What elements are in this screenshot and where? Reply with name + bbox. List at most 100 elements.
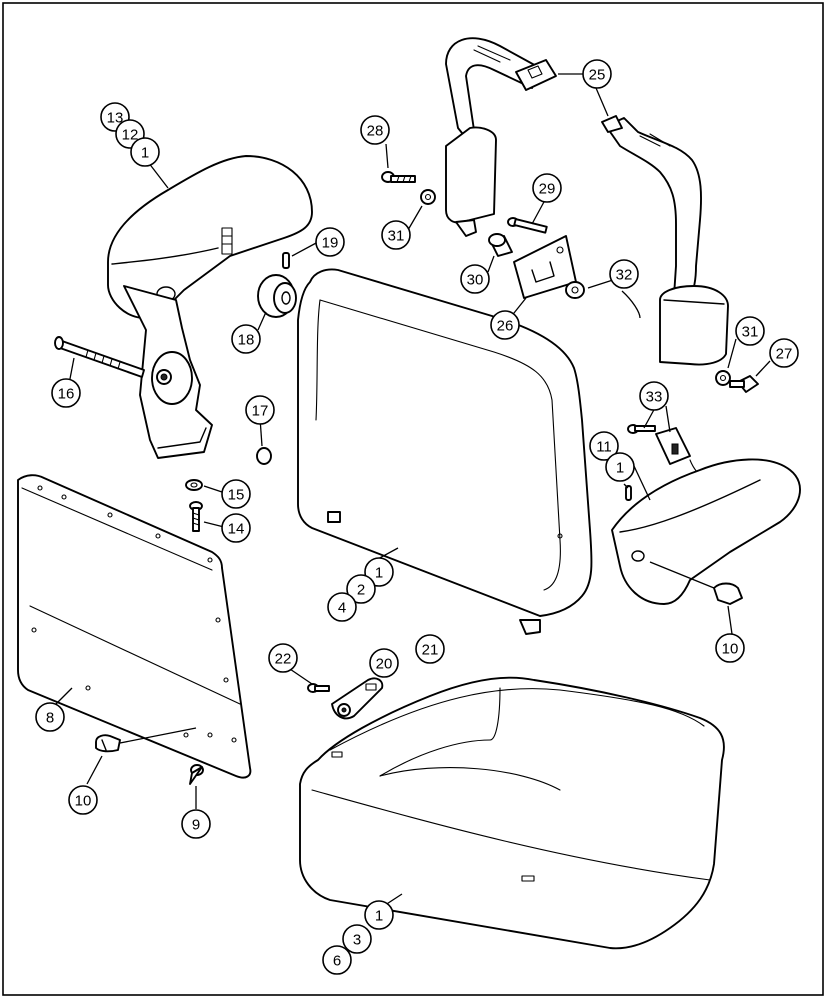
- callout-circle: [490, 310, 520, 340]
- seat-back-cushion: [297, 268, 593, 635]
- callout-16: 16: [51, 378, 81, 408]
- callout-4: 4: [327, 592, 357, 622]
- plug-cap: [256, 447, 272, 465]
- belt-bolt-left: [381, 171, 416, 183]
- callout-circle: [346, 574, 376, 604]
- adjust-lever: [331, 677, 384, 720]
- seat-belt-latch: [515, 59, 557, 91]
- callout-number: 28: [367, 123, 384, 140]
- callout-circle: [589, 431, 619, 461]
- callout-3: 3: [342, 924, 372, 954]
- callout-number: 10: [75, 793, 92, 810]
- callout-6: 6: [322, 945, 352, 975]
- callout-31: 31: [381, 220, 411, 250]
- callout-number: 22: [275, 651, 292, 668]
- callout-number: 18: [238, 332, 255, 349]
- callout-circle: [342, 924, 372, 954]
- washer-left: [185, 479, 203, 491]
- callout-11: 11: [589, 431, 619, 461]
- callout-circle: [35, 702, 65, 732]
- callout-number: 14: [228, 521, 245, 538]
- callout-circle: [245, 395, 275, 425]
- callout-33: 33: [639, 381, 669, 411]
- callout-number: 32: [616, 267, 633, 284]
- callout-circle: [605, 452, 635, 482]
- callout-20: 20: [369, 648, 399, 678]
- callout-number: 1: [375, 565, 383, 582]
- callout-30: 30: [460, 264, 490, 294]
- callout-circle: [532, 173, 562, 203]
- callout-circle: [130, 137, 160, 167]
- callout-1: 1: [605, 452, 635, 482]
- callout-number: 2: [357, 582, 365, 599]
- callout-circle: [381, 220, 411, 250]
- callout-circle: [360, 115, 390, 145]
- callout-1: 1: [364, 557, 394, 587]
- callout-32: 32: [609, 259, 639, 289]
- bracket-bolt: [507, 217, 548, 234]
- callout-number: 6: [333, 953, 341, 970]
- callout-circle: [582, 59, 612, 89]
- lever-screw: [307, 683, 330, 693]
- callout-15: 15: [221, 479, 251, 509]
- callouts: 1312119181617151428312930263225312733111…: [35, 59, 799, 975]
- callout-circle: [268, 643, 298, 673]
- callout-number: 4: [338, 600, 346, 617]
- callout-number: 31: [742, 324, 759, 341]
- roll-pin: [282, 252, 290, 269]
- callout-circle: [364, 900, 394, 930]
- callout-number: 30: [467, 272, 484, 289]
- panel-clip: [95, 727, 197, 753]
- callout-circle: [715, 633, 745, 663]
- callout-19: 19: [315, 227, 345, 257]
- spacer-bushing: [488, 233, 513, 257]
- callout-18: 18: [231, 324, 261, 354]
- callout-17: 17: [245, 395, 275, 425]
- callout-number: 27: [776, 346, 793, 363]
- callout-circle: [639, 381, 669, 411]
- switch-screw: [627, 424, 656, 434]
- callout-circle: [322, 945, 352, 975]
- callout-2: 2: [346, 574, 376, 604]
- nut: [565, 281, 585, 299]
- callout-circle: [769, 338, 799, 368]
- callout-circle: [181, 809, 211, 839]
- callout-31: 31: [735, 316, 765, 346]
- belt-bolt-right: [729, 375, 759, 393]
- screw-left: [189, 501, 203, 532]
- callout-9: 9: [181, 809, 211, 839]
- right-armrest: [611, 458, 801, 605]
- callout-circle: [415, 634, 445, 664]
- callout-circle: [735, 316, 765, 346]
- callout-28: 28: [360, 115, 390, 145]
- callout-1: 1: [130, 137, 160, 167]
- callout-number: 26: [497, 318, 514, 335]
- callout-number: 11: [596, 439, 612, 456]
- callout-number: 8: [46, 710, 54, 727]
- callout-number: 1: [375, 908, 383, 925]
- callout-10: 10: [68, 785, 98, 815]
- callout-number: 21: [422, 642, 439, 659]
- callout-number: 31: [388, 228, 405, 245]
- callout-number: 1: [616, 460, 624, 477]
- callout-number: 3: [353, 932, 361, 949]
- callout-29: 29: [532, 173, 562, 203]
- belt-washer-left: [420, 189, 436, 205]
- callout-circle: [68, 785, 98, 815]
- callout-circle: [221, 513, 251, 543]
- left-armrest-bracket: [123, 285, 213, 459]
- callout-number: 33: [646, 389, 663, 406]
- callout-circle: [369, 648, 399, 678]
- callout-number: 9: [192, 817, 200, 834]
- callout-22: 22: [268, 643, 298, 673]
- callout-circle: [221, 479, 251, 509]
- callout-number: 13: [107, 110, 124, 127]
- callout-26: 26: [490, 310, 520, 340]
- pivot-bolt: [54, 336, 145, 378]
- belt-washer-right: [715, 370, 731, 386]
- callout-number: 17: [252, 403, 269, 420]
- callout-circle: [51, 378, 81, 408]
- callout-21: 21: [415, 634, 445, 664]
